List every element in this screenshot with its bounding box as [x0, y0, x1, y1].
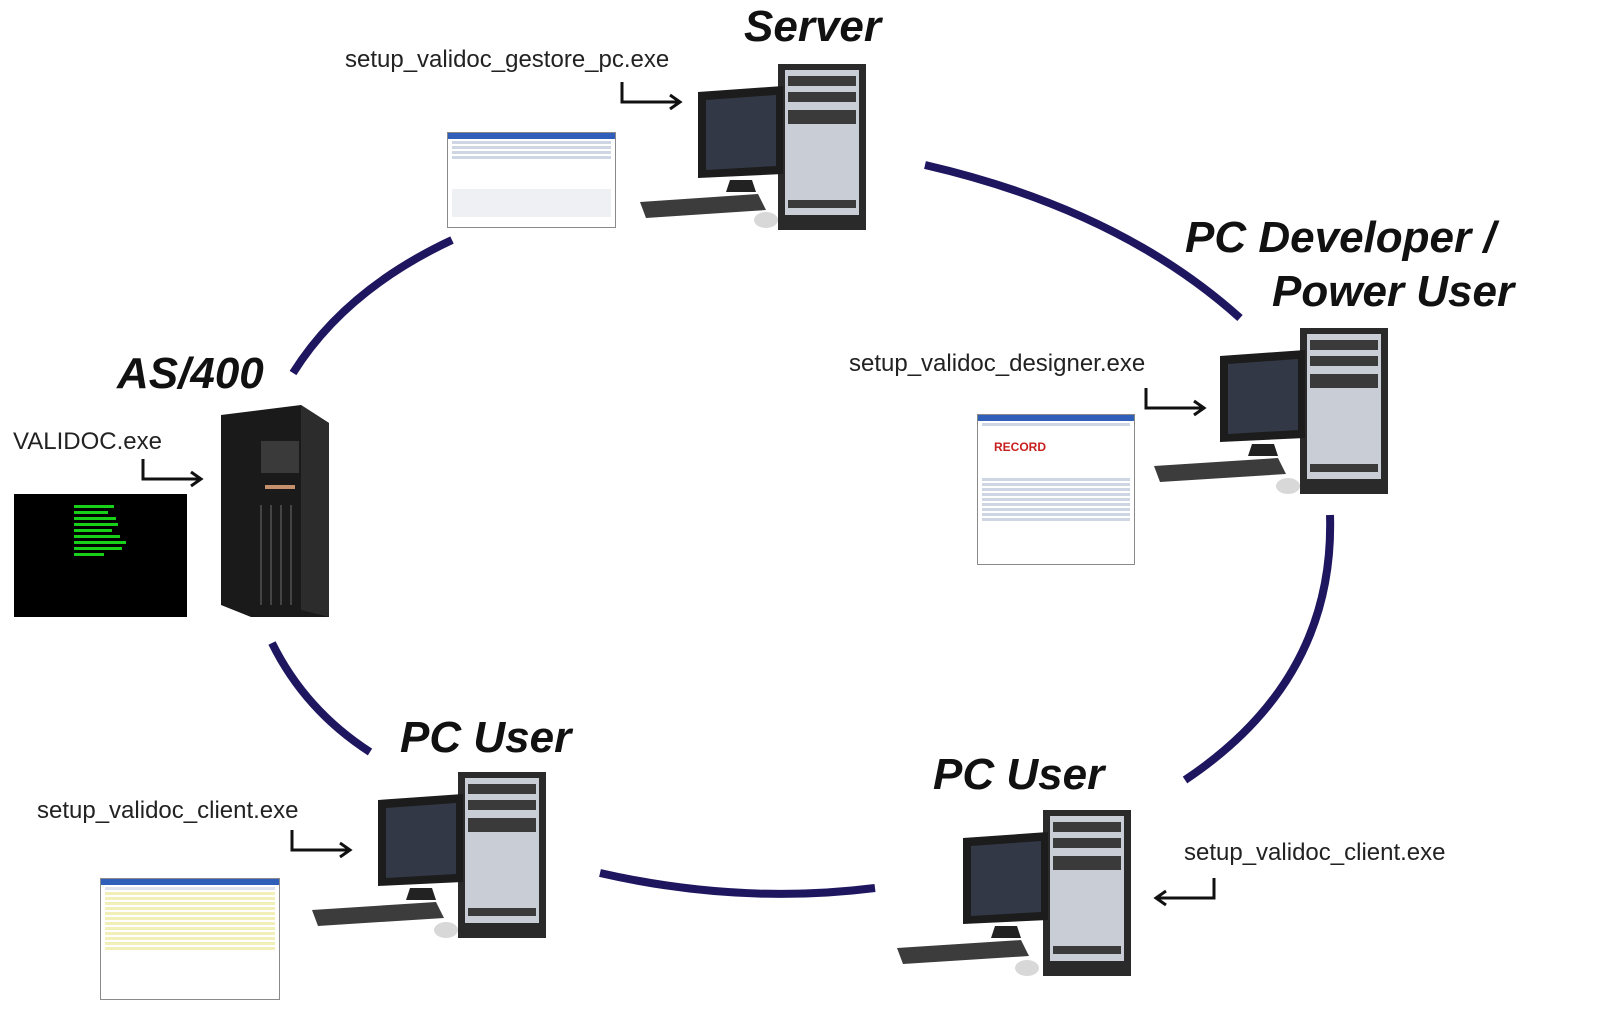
computer-icon — [897, 810, 1131, 976]
as400-exe-label: VALIDOC.exe — [13, 428, 162, 455]
user-left-title: PC User — [400, 713, 572, 762]
developer-exe-label: setup_validoc_designer.exe — [849, 350, 1146, 377]
arrow-right-icon — [290, 830, 353, 859]
client-window-screenshot — [100, 878, 280, 1000]
arc-user-left-as400 — [268, 641, 373, 756]
server-tower-icon — [221, 405, 329, 617]
as400-title: AS/400 — [117, 349, 264, 398]
arrow-left-icon — [1153, 878, 1216, 907]
server-title: Server — [744, 2, 882, 51]
user-left-exe-label: setup_validoc_client.exe — [37, 797, 299, 824]
arrow-right-icon — [1144, 388, 1207, 417]
user-right-exe-label: setup_validoc_client.exe — [1184, 839, 1446, 866]
computer-icon — [312, 772, 546, 938]
server-exe-label: setup_validoc_gestore_pc.exe — [345, 46, 670, 73]
developer-title-line1: PC Developer / — [1185, 213, 1496, 262]
computer-icon — [1154, 328, 1388, 494]
computer-icon — [640, 64, 866, 230]
arc-user-right-user-left — [599, 869, 876, 898]
user-right-title: PC User — [933, 750, 1105, 799]
as400-terminal-screenshot — [14, 494, 187, 617]
arc-server-developer — [924, 161, 1243, 321]
arrow-right-icon — [141, 459, 204, 488]
developer-title-line2: Power User — [1272, 267, 1515, 316]
arc-developer-user-right — [1182, 514, 1335, 784]
designer-window-screenshot: RECORD — [977, 414, 1135, 565]
record-logo: RECORD — [994, 440, 1047, 454]
gestore-window-screenshot — [447, 132, 616, 228]
arrow-right-icon — [620, 82, 683, 111]
arc-as400-server — [289, 236, 454, 376]
